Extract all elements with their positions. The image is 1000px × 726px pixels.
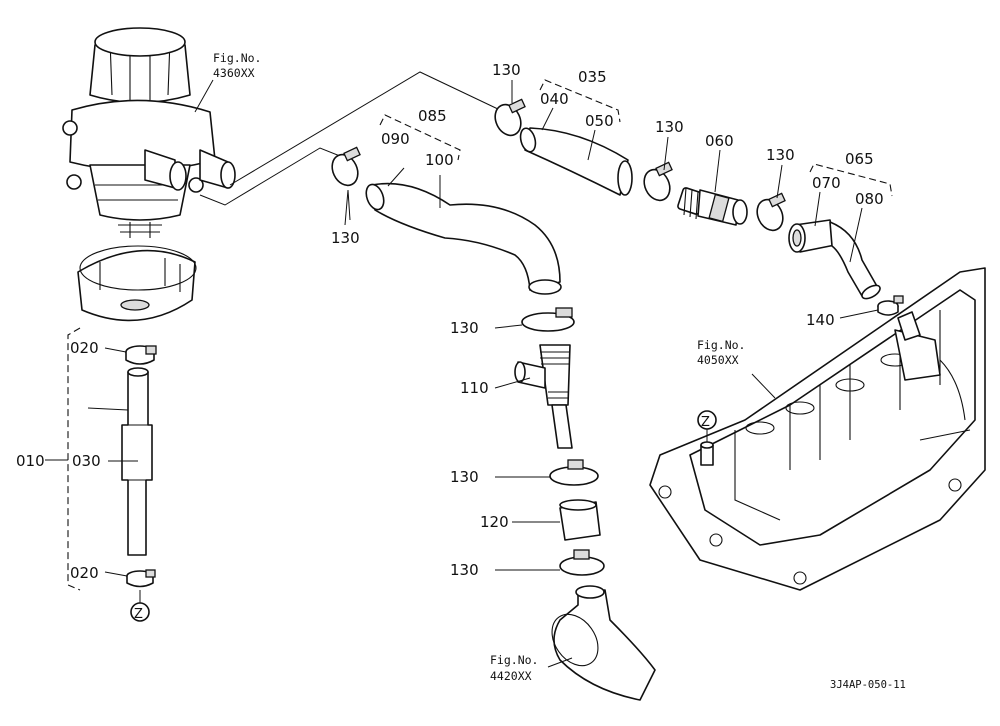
label-065: 065 <box>845 150 874 168</box>
clamp-130-d <box>756 192 786 232</box>
valve-110 <box>514 344 573 449</box>
label-090: 090 <box>381 130 410 148</box>
label-070: 070 <box>812 174 841 192</box>
separator-assembly <box>62 27 236 238</box>
clamp-130-a <box>331 146 361 187</box>
label-110: 110 <box>460 379 489 397</box>
stud <box>700 441 714 466</box>
label-050: 050 <box>585 112 614 130</box>
valve-060 <box>677 187 748 226</box>
fig-ref-cylinder-head-line1: Fig.No. <box>697 338 745 352</box>
label-080: 080 <box>855 190 884 208</box>
label-010: 010 <box>16 452 45 470</box>
label-130-f: 130 <box>450 468 479 486</box>
label-085: 085 <box>418 107 447 125</box>
label-020-lower: 020 <box>70 564 99 582</box>
fig-ref-intake-line1: Fig.No. <box>490 653 538 667</box>
separator-guard <box>77 245 197 322</box>
clamp-130-b <box>494 98 526 137</box>
label-130-b: 130 <box>331 229 360 247</box>
clip-140 <box>877 295 904 316</box>
cylinder-head-cover <box>649 267 986 591</box>
label-040: 040 <box>540 90 569 108</box>
routing-line <box>199 71 501 206</box>
pipe-120 <box>559 499 601 541</box>
clamp-130-c <box>643 161 673 202</box>
label-100: 100 <box>425 151 454 169</box>
hose-080 <box>829 221 881 300</box>
joint-070 <box>788 219 836 253</box>
label-035: 035 <box>578 68 607 86</box>
label-030: 030 <box>72 452 101 470</box>
intake-pipe <box>551 585 656 701</box>
diagram-code: 3J4AP-050-11 <box>830 679 906 691</box>
fig-ref-air-cleaner-line2: 4360XX <box>213 66 255 80</box>
label-130-e: 130 <box>450 319 479 337</box>
clamp-130-e <box>521 307 575 332</box>
clip-020-upper <box>125 345 157 365</box>
clip-020-lower <box>126 569 156 588</box>
label-120: 120 <box>480 513 509 531</box>
clamp-130-f <box>549 459 599 486</box>
hose-030 <box>121 367 153 556</box>
fig-ref-intake-line2: 4420XX <box>490 669 532 683</box>
fig-ref-cylinder-head-line2: 4050XX <box>697 353 739 367</box>
label-140: 140 <box>806 311 835 329</box>
label-130-g: 130 <box>450 561 479 579</box>
connector-z-left: Z <box>134 607 143 622</box>
label-130-a: 130 <box>492 61 521 79</box>
label-020-upper: 020 <box>70 339 99 357</box>
label-060: 060 <box>705 132 734 150</box>
hose-100 <box>365 182 562 295</box>
connector-z-right: Z <box>701 415 710 430</box>
label-130-c: 130 <box>655 118 684 136</box>
label-130-d: 130 <box>766 146 795 164</box>
fig-ref-air-cleaner-line1: Fig.No. <box>213 51 261 65</box>
connector-z-left-circle <box>130 602 150 622</box>
hose-050 <box>519 127 633 196</box>
clamp-130-g <box>559 549 605 576</box>
